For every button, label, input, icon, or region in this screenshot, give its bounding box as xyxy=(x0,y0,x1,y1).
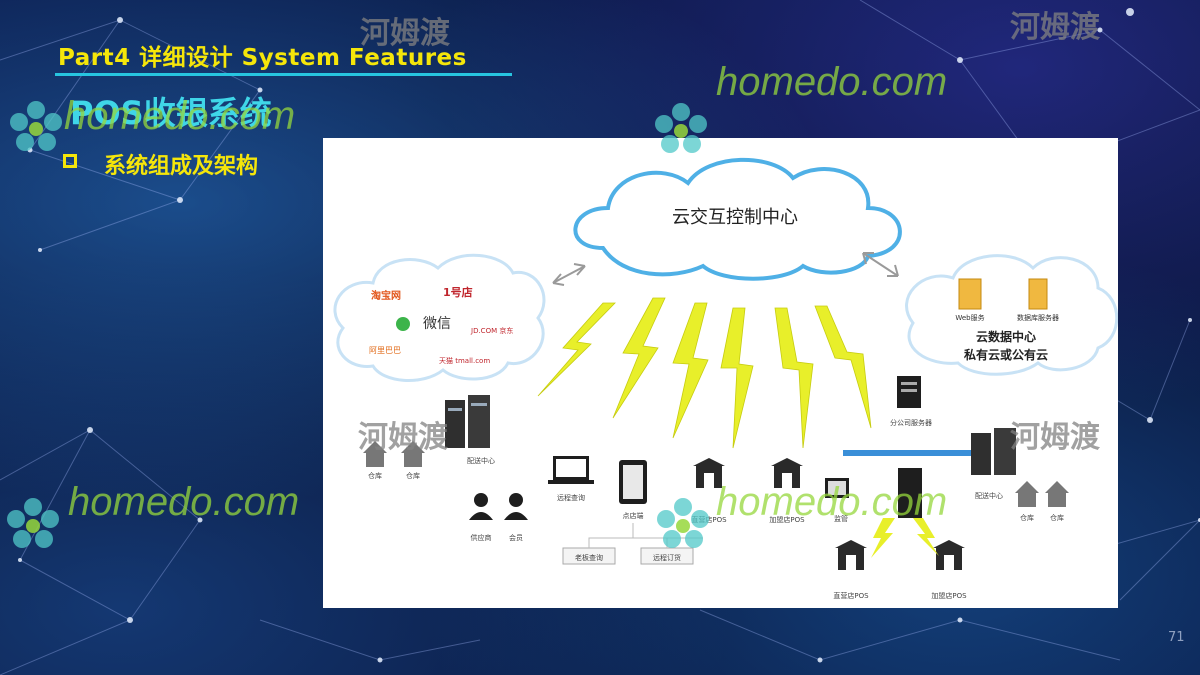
logo-jd: JD.COM 京东 xyxy=(470,326,513,335)
person-icon xyxy=(469,493,528,520)
svg-text:远程查询: 远程查询 xyxy=(557,493,585,502)
logo-taobao: 淘宝网 xyxy=(371,289,401,302)
svg-text:配送中心: 配送中心 xyxy=(467,456,495,465)
right-cluster: 分公司服务器 配送中心 仓库 仓库 xyxy=(843,376,1069,558)
bullet-square-icon xyxy=(63,154,77,168)
network-switch-icon xyxy=(843,450,973,456)
svg-text:仓库: 仓库 xyxy=(1050,513,1064,522)
logo-alibaba: 阿里巴巴 xyxy=(369,346,401,355)
svg-text:供应商: 供应商 xyxy=(471,533,492,542)
architecture-diagram: 云交互控制中心 淘宝网 1号店 微信 JD.COM 京东 阿里巴巴 天猫 tma… xyxy=(323,138,1118,608)
watermark-flower-icon xyxy=(7,498,59,548)
svg-text:老板查询: 老板查询 xyxy=(575,553,603,562)
db-server-icon xyxy=(1028,278,1048,310)
data-center-subtitle: 私有云或公有云 xyxy=(963,347,1048,362)
wechat-icon xyxy=(396,317,410,331)
central-cloud: 云交互控制中心 xyxy=(573,157,902,281)
sync-arrows xyxy=(552,252,899,286)
svg-text:仓库: 仓库 xyxy=(1020,513,1034,522)
svg-text:仓库: 仓库 xyxy=(368,471,382,480)
svg-text:远程订货: 远程订货 xyxy=(653,553,681,562)
logo-yhd: 1号店 xyxy=(443,285,473,299)
svg-text:仓库: 仓库 xyxy=(406,471,420,480)
svg-text:分公司服务器: 分公司服务器 xyxy=(890,418,932,427)
svg-text:直营店POS: 直营店POS xyxy=(691,515,727,524)
data-center-title: 云数据中心 xyxy=(976,329,1036,344)
server-rack-icon xyxy=(445,400,465,448)
lightning-bolts xyxy=(537,297,872,449)
page-number: 71 xyxy=(1168,630,1185,645)
platform-cloud: 淘宝网 1号店 微信 JD.COM 京东 阿里巴巴 天猫 tmall.com xyxy=(333,253,546,382)
svg-text:配送中心: 配送中心 xyxy=(975,491,1003,500)
header-title: Part4 详细设计 System Features xyxy=(58,45,467,71)
svg-text:会员: 会员 xyxy=(509,533,523,542)
web-server-label: Web服务 xyxy=(955,313,984,322)
svg-text:监管: 监管 xyxy=(834,514,848,523)
web-server-icon xyxy=(958,278,982,310)
user-devices: 供应商 会员 远程查询 点店端 老板查询 远程订货 直营店POS 加盟店POS xyxy=(469,456,967,600)
left-cluster: 仓库 仓库 配送中心 xyxy=(363,395,495,480)
bullet-text: 系统组成及架构 xyxy=(104,154,259,179)
logo-tmall: 天猫 tmall.com xyxy=(439,356,490,365)
warehouse-icon xyxy=(363,441,425,467)
warehouse-icon xyxy=(1015,481,1069,507)
svg-text:点店端: 点店端 xyxy=(623,511,644,520)
db-server-label: 数据库服务器 xyxy=(1017,313,1059,322)
svg-text:直营店POS: 直营店POS xyxy=(833,591,869,600)
logo-wechat: 微信 xyxy=(423,316,451,332)
watermark-flower-icon xyxy=(10,101,62,151)
server-rack-icon xyxy=(971,433,991,475)
data-center-cloud: Web服务 数据库服务器 云数据中心 私有云或公有云 xyxy=(905,254,1118,376)
header-underline xyxy=(55,73,512,76)
svg-text:加盟店POS: 加盟店POS xyxy=(931,591,967,600)
section-title: POS收银系统 xyxy=(70,94,272,132)
cloud-center-label: 云交互控制中心 xyxy=(672,207,798,228)
watermark-flower-icon xyxy=(657,498,709,548)
server-tower-icon xyxy=(898,468,922,518)
watermark-flower-icon xyxy=(655,103,707,153)
svg-text:加盟店POS: 加盟店POS xyxy=(769,515,805,524)
